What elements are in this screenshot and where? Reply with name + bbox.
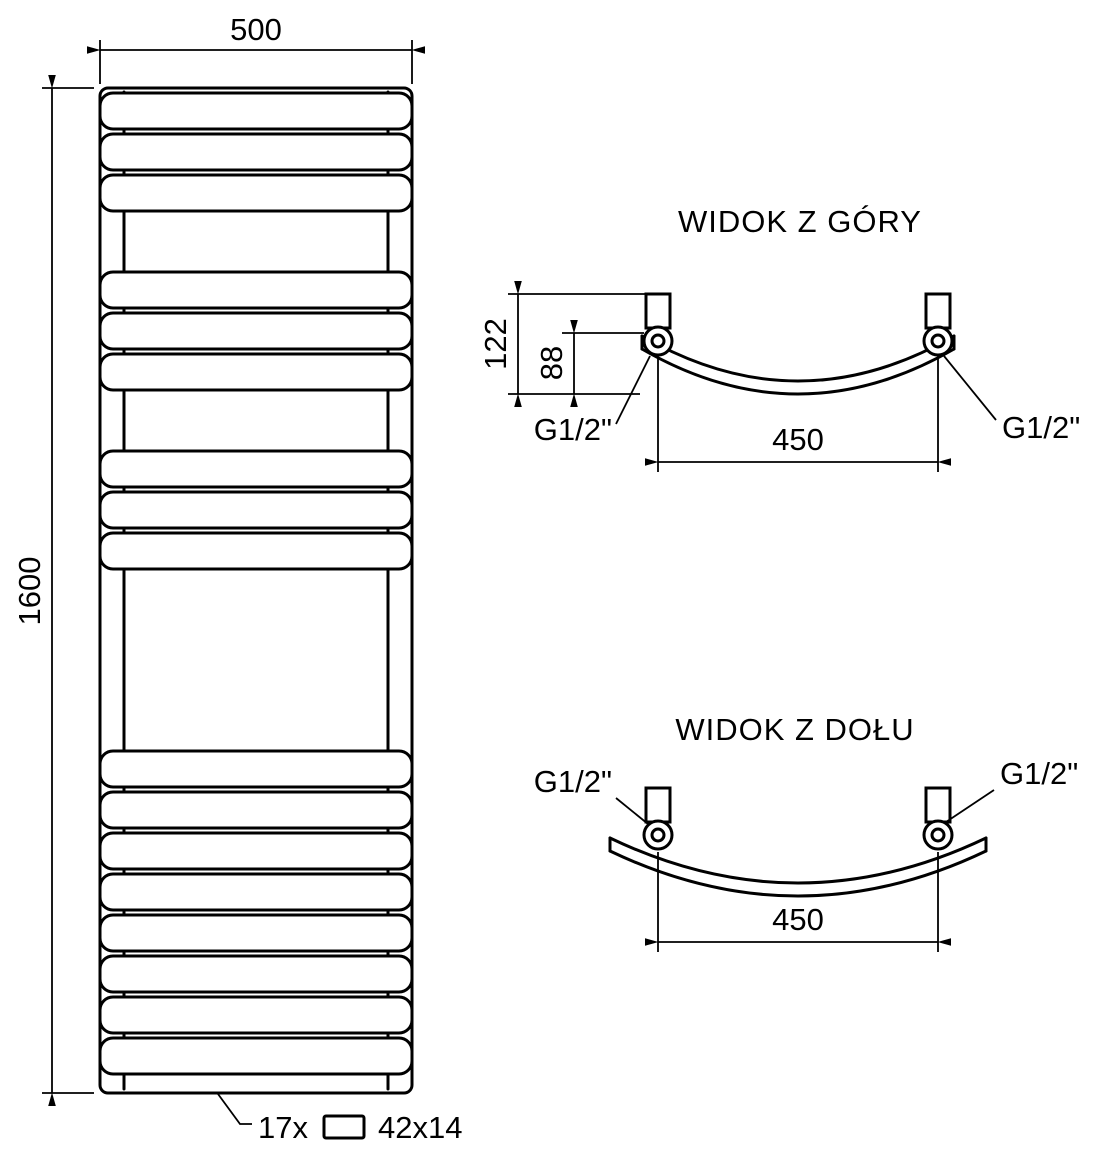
tube-count-label: 17x bbox=[258, 1110, 308, 1145]
fitting-thread-label: G1/2" bbox=[534, 764, 612, 799]
leader-line bbox=[615, 355, 651, 425]
height-dimension-label: 1600 bbox=[12, 557, 47, 626]
left-connector-block bbox=[644, 292, 672, 330]
bottom-spacing-dimension: 450 bbox=[645, 852, 951, 952]
radiator-tube bbox=[98, 872, 414, 912]
leader-line bbox=[943, 355, 997, 421]
panel-back-edge bbox=[608, 849, 988, 898]
fitting-thread-label: G1/2" bbox=[534, 412, 612, 447]
left-fitting-bore bbox=[650, 333, 666, 349]
right-fitting-bore bbox=[930, 827, 946, 843]
width-dimension: 500 bbox=[87, 12, 425, 84]
right-connector-block bbox=[924, 786, 952, 824]
tube-size-label: 42x14 bbox=[378, 1110, 462, 1145]
bottom-view: WIDOK Z DOŁU G1/2" G1/2" bbox=[534, 712, 1078, 952]
top-view: WIDOK Z GÓRY 122 88 bbox=[478, 204, 1080, 472]
radiator-tube bbox=[98, 352, 414, 392]
front-view: 500 1600 17x 42x14 bbox=[12, 12, 462, 1145]
bottom-view-profile bbox=[608, 786, 988, 898]
top-spacing-dimension: 450 bbox=[645, 358, 951, 472]
radiator-tube bbox=[98, 132, 414, 172]
right-fitting-bore bbox=[930, 333, 946, 349]
radiator-body bbox=[98, 86, 414, 1095]
left-connector-block bbox=[644, 786, 672, 824]
bottom-left-fitting-callout: G1/2" bbox=[534, 764, 649, 825]
width-dimension-label: 500 bbox=[230, 12, 282, 47]
top-left-fitting-callout: G1/2" bbox=[534, 355, 651, 447]
top-view-title: WIDOK Z GÓRY bbox=[678, 204, 922, 239]
leader-line bbox=[615, 797, 649, 825]
depth-dimension: 122 bbox=[478, 281, 646, 407]
panel-front-edge bbox=[608, 836, 988, 885]
offset-dimension-label: 88 bbox=[534, 346, 569, 380]
flat-tube-symbol-icon bbox=[322, 1114, 366, 1140]
radiator-tube bbox=[98, 490, 414, 530]
leader-line bbox=[217, 1093, 252, 1125]
left-fitting-bore bbox=[650, 827, 666, 843]
radiator-tube bbox=[98, 790, 414, 830]
radiator-tube bbox=[98, 954, 414, 994]
tube-spec-callout: 17x 42x14 bbox=[217, 1093, 462, 1145]
radiator-tube bbox=[98, 449, 414, 489]
radiator-tube bbox=[98, 913, 414, 953]
bottom-view-title: WIDOK Z DOŁU bbox=[675, 712, 914, 747]
radiator-tube bbox=[98, 1036, 414, 1076]
panel-front-edge bbox=[640, 334, 956, 383]
radiator-tube bbox=[98, 270, 414, 310]
fitting-thread-label: G1/2" bbox=[1002, 410, 1080, 445]
radiator-tube bbox=[98, 749, 414, 789]
leader-line bbox=[945, 789, 995, 823]
height-dimension: 1600 bbox=[12, 75, 94, 1106]
top-right-fitting-callout: G1/2" bbox=[943, 355, 1080, 445]
right-connector-block bbox=[924, 292, 952, 330]
bottom-right-fitting-callout: G1/2" bbox=[945, 756, 1078, 823]
radiator-tube bbox=[98, 995, 414, 1035]
depth-dimension-label: 122 bbox=[478, 318, 513, 370]
radiator-tube bbox=[98, 311, 414, 351]
top-spacing-dimension-label: 450 bbox=[772, 422, 824, 457]
radiator-tube bbox=[98, 531, 414, 571]
radiator-tube bbox=[98, 91, 414, 131]
offset-dimension: 88 bbox=[534, 320, 644, 407]
top-view-profile bbox=[640, 292, 956, 396]
fitting-thread-label: G1/2" bbox=[1000, 756, 1078, 791]
radiator-tube bbox=[98, 831, 414, 871]
radiator-tube bbox=[98, 173, 414, 213]
panel-back-edge bbox=[640, 347, 956, 396]
bottom-spacing-dimension-label: 450 bbox=[772, 902, 824, 937]
